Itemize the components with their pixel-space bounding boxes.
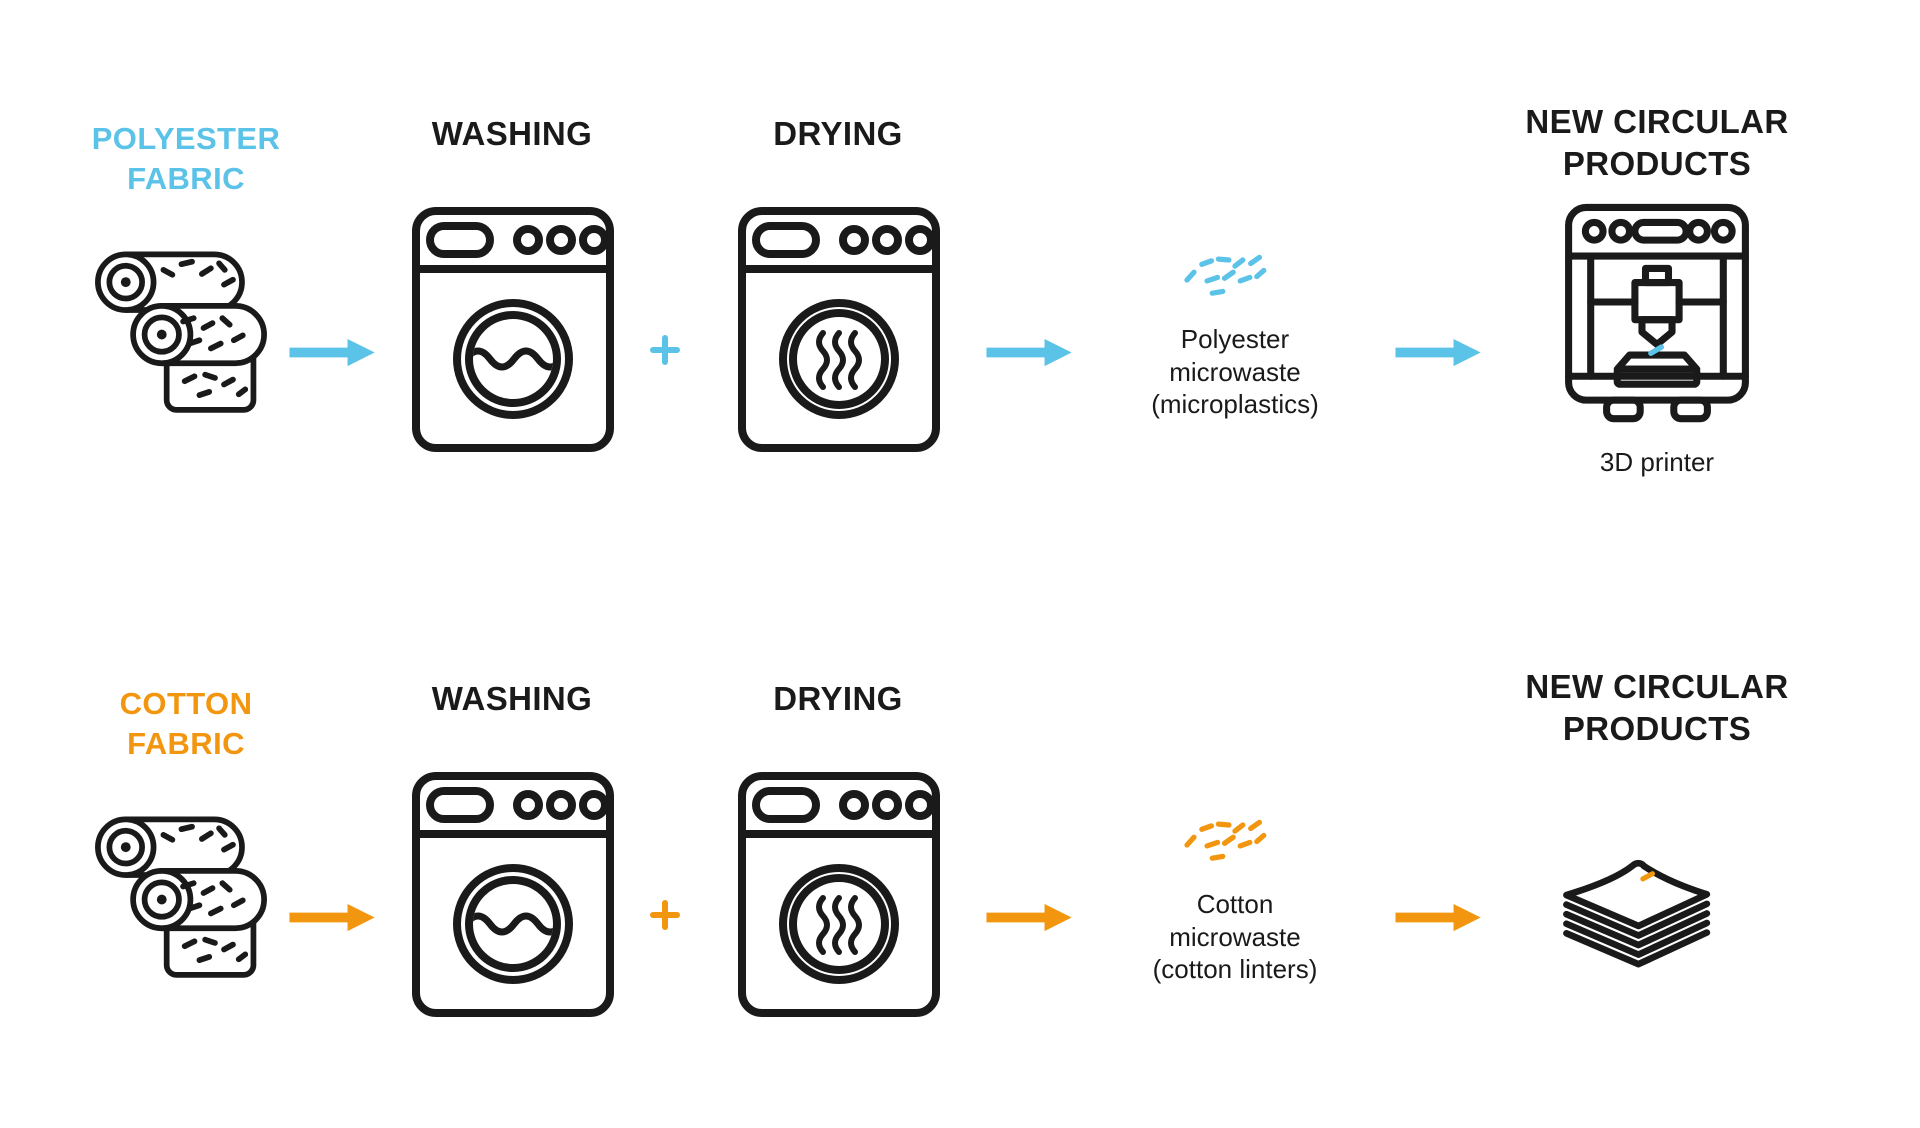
arrow-right-icon (1395, 337, 1483, 368)
fabric-rolls-icon (93, 233, 269, 423)
drying-heading: DRYING (773, 115, 903, 152)
plus-icon (650, 335, 680, 365)
microwaste-label: Cotton microwaste (cotton linters) (1152, 889, 1318, 984)
tumble-dryer-icon (738, 207, 940, 452)
arrow-right-icon (289, 902, 377, 933)
polyester-fabric-label: POLYESTER FABRIC (91, 121, 281, 197)
washing-machine-icon (412, 772, 614, 1017)
washing-machine-icon (412, 207, 614, 452)
product-block: 3D printer (1562, 203, 1752, 478)
fabric-rolls-icon (93, 798, 269, 988)
printer-caption: 3D printer (1599, 447, 1715, 477)
polyester-process-row: POLYESTER FABRIC WASHING DRYING Polyeste… (0, 85, 1920, 650)
arrow-right-icon (986, 902, 1074, 933)
washing-heading: WASHING (431, 115, 593, 152)
washing-heading: WASHING (431, 680, 593, 717)
plus-icon (650, 900, 680, 930)
cotton-fabric-label: COTTON FABRIC (119, 686, 253, 762)
arrow-right-icon (986, 337, 1074, 368)
microwaste-particles-icon (1180, 818, 1276, 866)
3d-printer-icon (1564, 203, 1750, 424)
arrow-right-icon (1395, 902, 1483, 933)
tumble-dryer-icon (738, 772, 940, 1017)
new-circular-products-heading: NEW CIRCULAR PRODUCTS (1525, 668, 1789, 747)
microwaste-particles-icon (1180, 253, 1276, 301)
arrow-right-icon (289, 337, 377, 368)
drying-heading: DRYING (773, 680, 903, 717)
microwaste-label: Polyester microwaste (microplastics) (1151, 324, 1319, 419)
fabric-sheet-stack-icon (1556, 848, 1718, 973)
cotton-process-row: COTTON FABRIC WASHING DRYING Cotton micr… (0, 650, 1920, 1128)
new-circular-products-heading: NEW CIRCULAR PRODUCTS (1525, 103, 1789, 182)
